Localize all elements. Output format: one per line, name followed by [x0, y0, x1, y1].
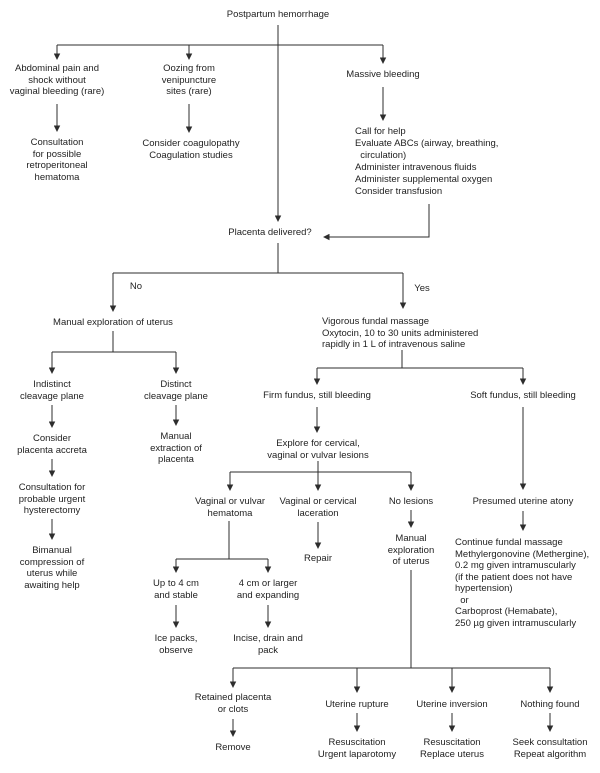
node-uterine-inversion: Uterine inversion — [416, 699, 488, 710]
node-4cm-or-larger-expanding: 4 cm or larger and expanding — [236, 578, 300, 601]
node-consider-placenta-accreta: Consider placenta accreta — [17, 433, 87, 456]
node-manual-extraction-placenta: Manual extraction of placenta — [150, 431, 202, 465]
node-uterine-rupture: Uterine rupture — [325, 699, 389, 710]
node-vaginal-vulvar-hematoma: Vaginal or vulvar hematoma — [194, 496, 266, 519]
node-distinct-cleavage-plane: Distinct cleavage plane — [144, 379, 208, 402]
node-explore-for-lesions: Explore for cervical, vaginal or vulvar … — [267, 438, 369, 461]
node-soft-fundus-still-bleeding: Soft fundus, still bleeding — [470, 390, 576, 401]
node-bimanual-compression: Bimanual compression of uterus while awa… — [19, 545, 85, 591]
node-massive-bleeding: Massive bleeding — [346, 69, 420, 80]
connector-lines — [52, 44, 550, 669]
node-firm-fundus-still-bleeding: Firm fundus, still bleeding — [263, 390, 371, 401]
node-resuscitation-laparotomy: Resuscitation Urgent laparotomy — [317, 737, 397, 760]
connector-arrows — [48, 25, 554, 737]
node-resuscitation-replace-uterus: Resuscitation Replace uterus — [420, 737, 484, 760]
node-remove: Remove — [215, 742, 251, 753]
node-oozing-venipuncture: Oozing from venipuncture sites (rare) — [161, 63, 217, 97]
edge-label-no: No — [129, 281, 143, 292]
node-abdominal-pain-shock: Abdominal pain and shock without vaginal… — [9, 63, 105, 97]
node-consider-coagulopathy: Consider coagulopathy Coagulation studie… — [142, 138, 240, 161]
node-manual-exploration-uterus-2: Manual exploration of uterus — [387, 533, 435, 567]
node-vaginal-cervical-laceration: Vaginal or cervical laceration — [279, 496, 357, 519]
node-incise-drain-pack: Incise, drain and pack — [233, 633, 303, 656]
node-seek-consultation-repeat: Seek consultation Repeat algorithm — [512, 737, 588, 760]
node-up-to-4cm-stable: Up to 4 cm and stable — [153, 578, 199, 601]
node-ice-packs-observe: Ice packs, observe — [154, 633, 198, 656]
node-consult-urgent-hysterectomy: Consultation for probable urgent hystere… — [18, 482, 86, 516]
node-uterine-atony-treatment: Continue fundal massage Methylergonovine… — [455, 537, 590, 629]
node-postpartum-hemorrhage: Postpartum hemorrhage — [226, 9, 330, 20]
node-call-for-help-steps: Call for help Evaluate ABCs (airway, bre… — [355, 126, 499, 197]
node-repair: Repair — [304, 553, 332, 564]
node-presumed-uterine-atony: Presumed uterine atony — [472, 496, 574, 507]
node-placenta-delivered-question: Placenta delivered? — [228, 227, 312, 238]
node-nothing-found: Nothing found — [520, 699, 580, 710]
node-no-lesions: No lesions — [388, 496, 434, 507]
node-vigorous-fundal-massage-oxytocin: Vigorous fundal massage Oxytocin, 10 to … — [322, 316, 479, 350]
node-consult-retroperitoneal-hematoma: Consultation for possible retroperitonea… — [26, 137, 88, 183]
edge-label-yes: Yes — [414, 283, 430, 294]
node-manual-exploration-uterus: Manual exploration of uterus — [53, 317, 173, 328]
node-indistinct-cleavage-plane: Indistinct cleavage plane — [20, 379, 84, 402]
node-retained-placenta-clots: Retained placenta or clots — [194, 692, 272, 715]
